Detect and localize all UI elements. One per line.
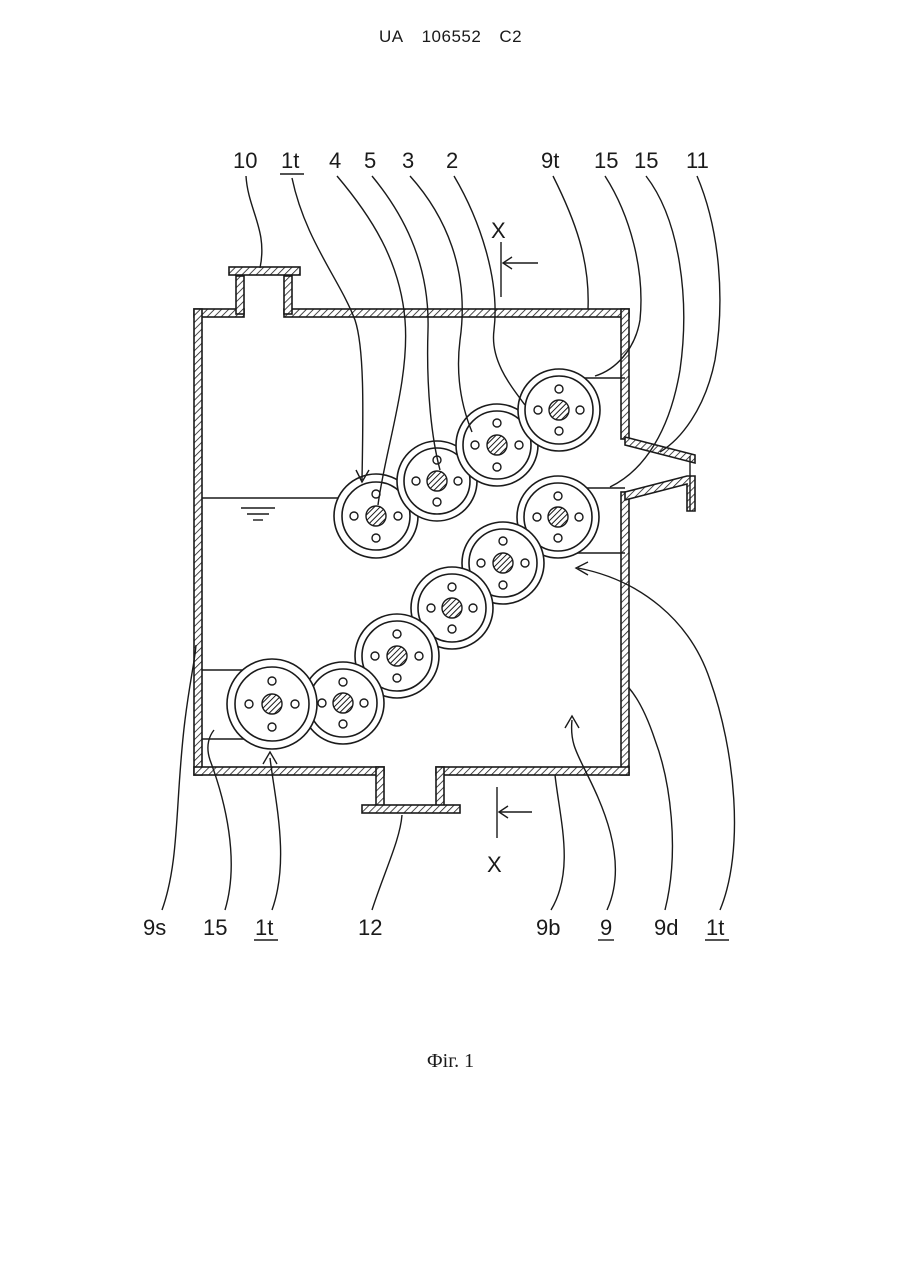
label-x-top: X <box>491 218 506 243</box>
section-marker-bottom <box>497 787 532 838</box>
label-1t-bottom-left: 1t <box>255 915 273 940</box>
bottom-wall-right-9b <box>436 767 629 775</box>
label-3: 3 <box>402 148 414 173</box>
label-11: 11 <box>686 148 709 173</box>
liquid-level <box>202 498 340 520</box>
top-wall-right <box>284 309 629 317</box>
label-x-bottom: X <box>487 852 502 877</box>
left-wall-9s <box>194 309 202 775</box>
label-1t-bottom-right: 1t <box>706 915 724 940</box>
label-9: 9 <box>600 915 612 940</box>
outlet-11 <box>625 437 695 511</box>
label-9b: 9b <box>536 915 560 940</box>
label-9t: 9t <box>541 148 559 173</box>
label-5: 5 <box>364 148 376 173</box>
label-2: 2 <box>446 148 458 173</box>
label-9d: 9d <box>654 915 678 940</box>
figure-caption: Фіг. 1 <box>0 1050 901 1073</box>
right-wall-lower-9d <box>621 492 629 775</box>
label-4: 4 <box>329 148 341 173</box>
label-10: 10 <box>233 148 257 173</box>
disc-top-right <box>518 369 600 451</box>
label-12: 12 <box>358 915 382 940</box>
label-9s: 9s <box>143 915 166 940</box>
leader-lines <box>162 176 734 910</box>
bottom-wall-left <box>194 767 384 775</box>
right-wall-upper <box>621 309 629 439</box>
label-15-b: 15 <box>634 148 658 173</box>
section-marker-top <box>501 242 538 297</box>
label-1t-top: 1t <box>281 148 299 173</box>
nozzle-10 <box>229 267 300 314</box>
disc-bottom-left <box>227 659 317 749</box>
disc-stack <box>227 369 600 749</box>
label-15-c: 15 <box>203 915 227 940</box>
label-15-a: 15 <box>594 148 618 173</box>
